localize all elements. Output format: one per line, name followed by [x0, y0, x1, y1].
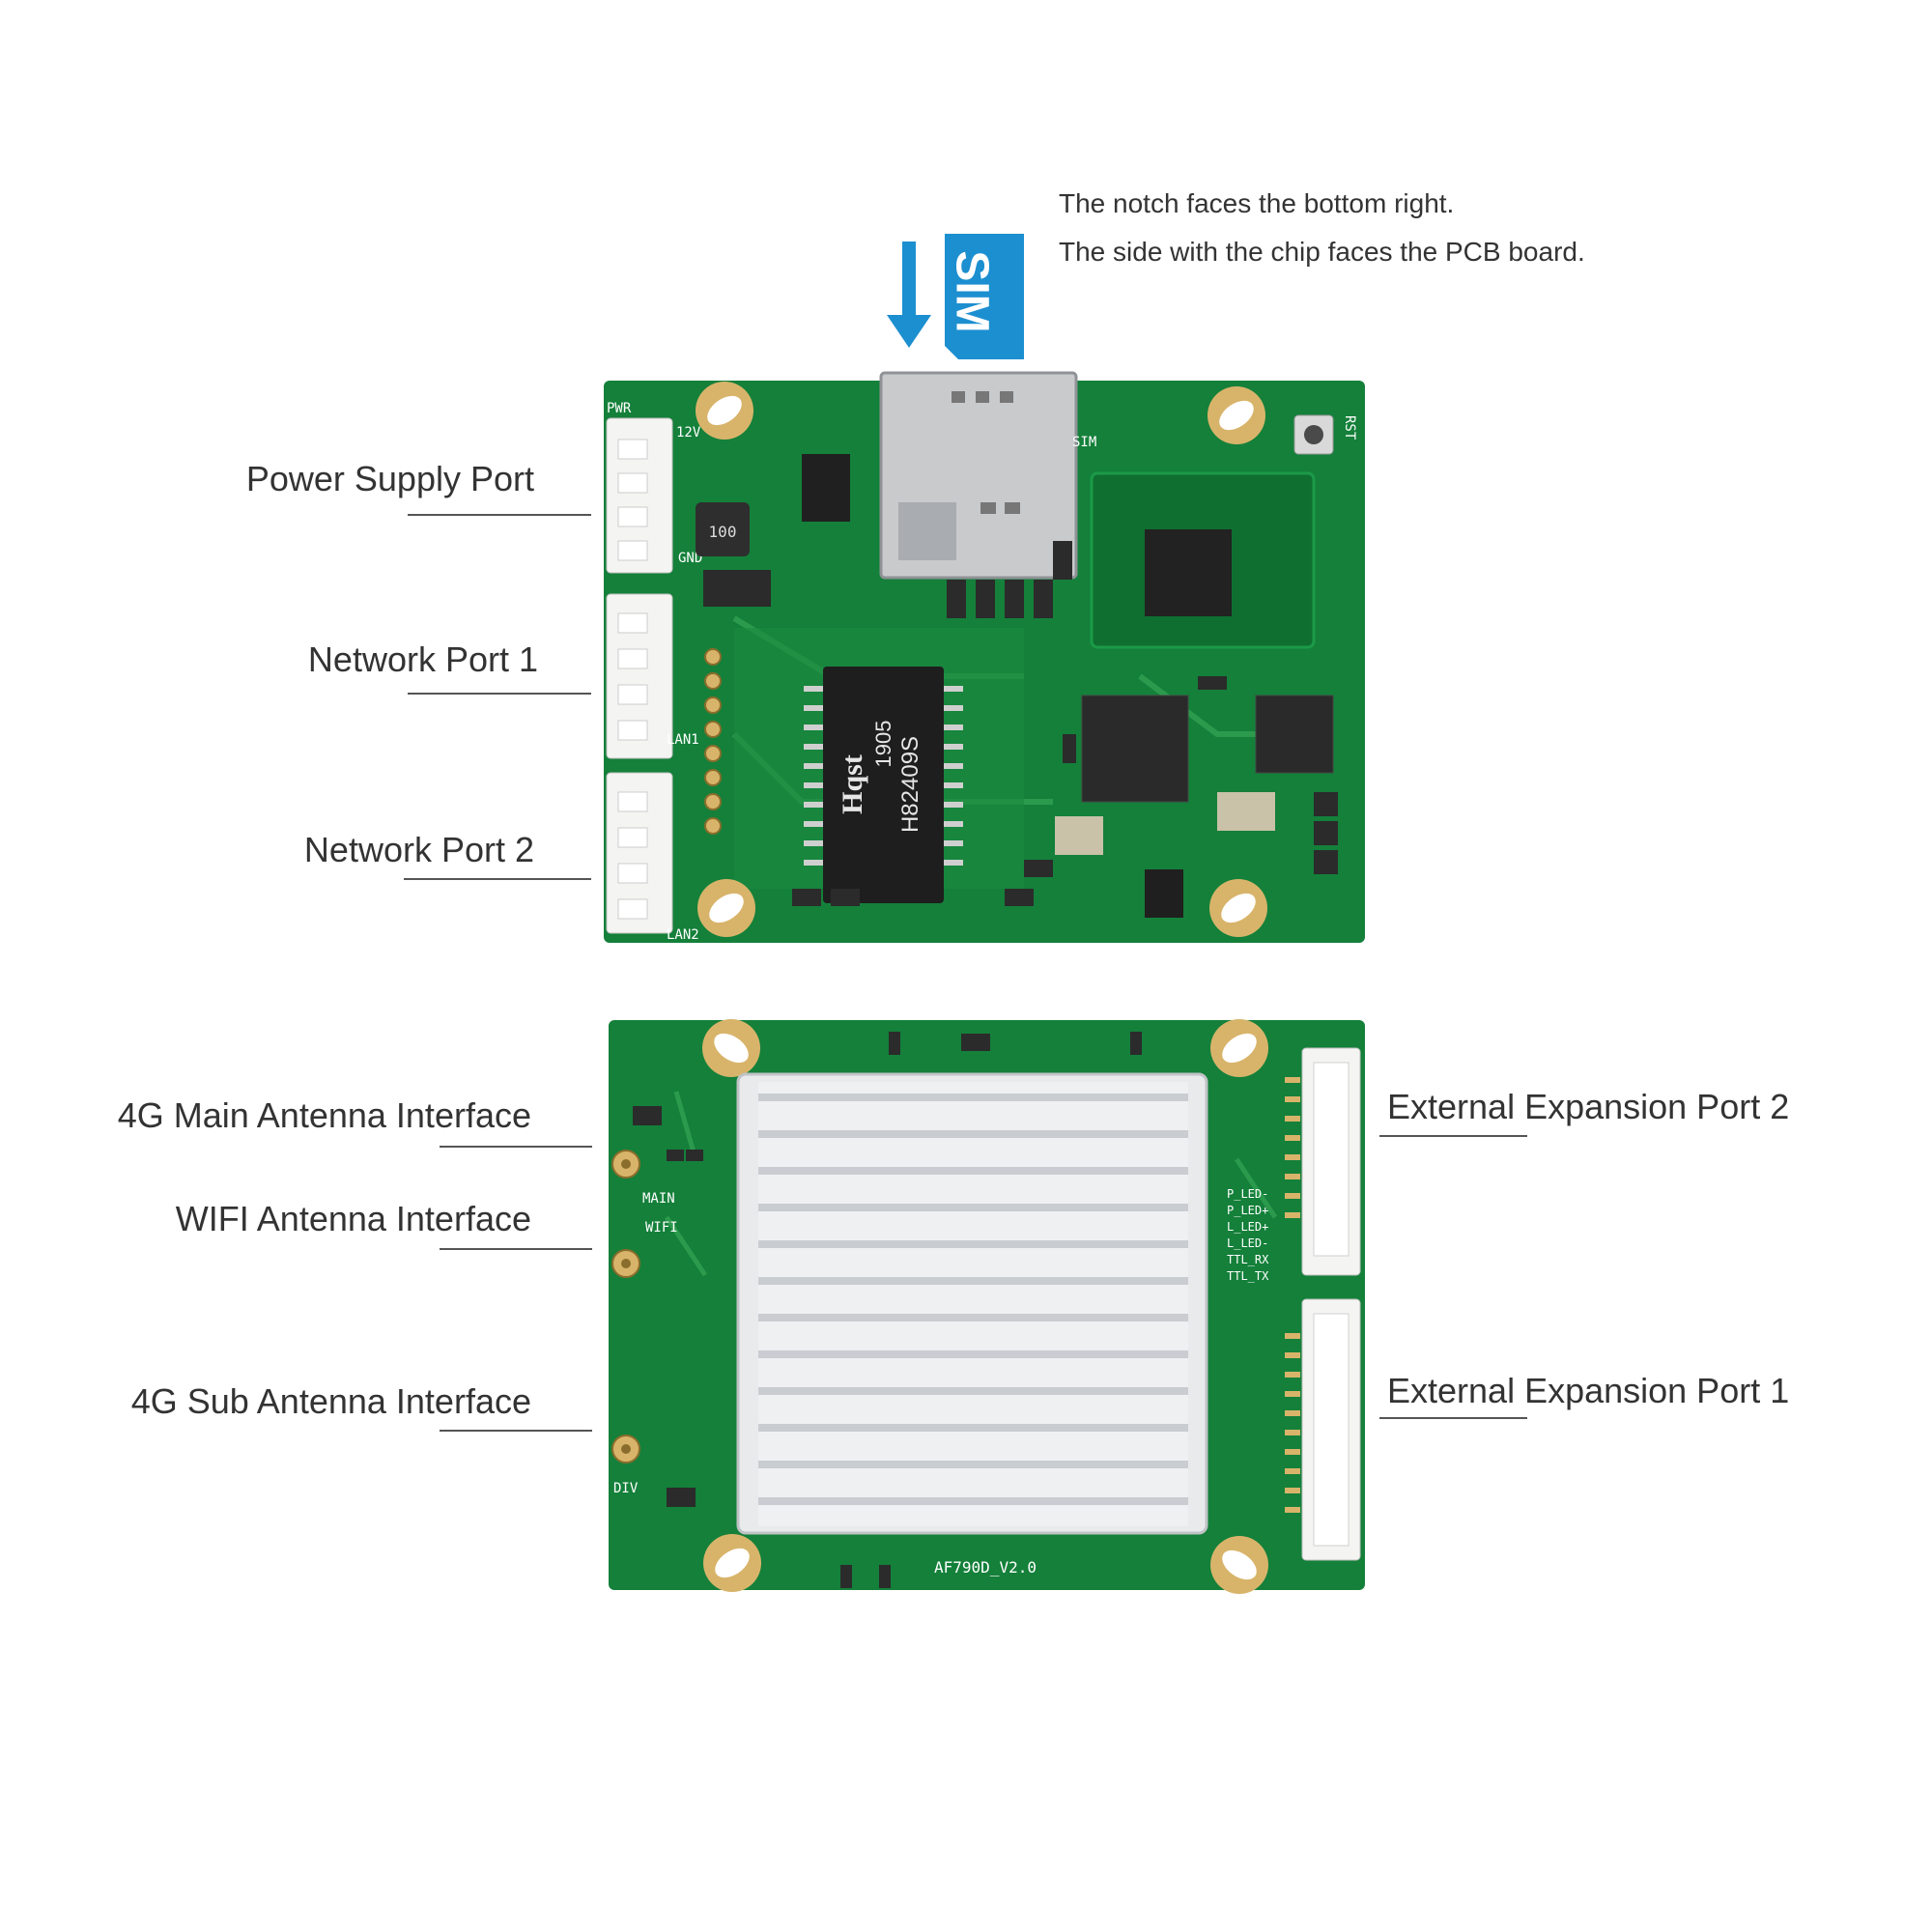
sim-card-slot	[879, 371, 1078, 580]
rst-silkscreen: RST	[1342, 415, 1357, 440]
callout-network-port-1: Network Port 1	[307, 639, 538, 679]
smd-components	[792, 541, 1338, 906]
wifi-antenna-connector	[611, 1249, 640, 1278]
leader-line	[440, 1248, 592, 1250]
transistor	[1145, 869, 1183, 918]
svg-text:100: 100	[709, 523, 737, 541]
heatsink	[736, 1072, 1208, 1535]
mounting-hole	[703, 1534, 761, 1592]
sim-note-line-1: The notch faces the bottom right.	[1059, 188, 1455, 218]
leader-line	[408, 514, 591, 516]
power-connector	[606, 417, 673, 574]
reset-button	[1293, 414, 1334, 455]
callout-wifi-antenna: WIFI Antenna Interface	[175, 1199, 531, 1238]
mounting-hole	[702, 1019, 760, 1077]
expansion-port-2-connector	[1301, 1047, 1361, 1276]
wifi-module-chip	[1090, 471, 1316, 649]
model-silkscreen: AF790D_V2.0	[934, 1558, 1037, 1577]
mounting-hole	[697, 879, 755, 937]
regulator-chip	[802, 454, 850, 522]
lan1-connector	[606, 593, 673, 759]
mounting-hole	[696, 382, 753, 440]
sim-card-icon: SIM	[945, 234, 1024, 359]
callout-expansion-port-1: External Expansion Port 1	[1387, 1371, 1790, 1410]
l-led-minus-silkscreen: L_LED-	[1227, 1236, 1268, 1250]
callout-expansion-port-2: External Expansion Port 2	[1387, 1087, 1790, 1126]
lan1-silkscreen: LAN1	[667, 732, 699, 748]
pwr-silkscreen: PWR	[607, 401, 632, 416]
main-silkscreen: MAIN	[642, 1191, 675, 1207]
leader-line	[440, 1430, 592, 1432]
wifi-silkscreen: WIFI	[645, 1220, 678, 1236]
svg-text:H82409S: H82409S	[897, 736, 923, 833]
p-led-plus-silkscreen: P_LED+	[1227, 1204, 1268, 1217]
leader-line	[404, 878, 591, 880]
sim-insert-arrow-icon	[887, 242, 931, 348]
callout-4g-sub-antenna: 4G Sub Antenna Interface	[130, 1381, 531, 1421]
mounting-hole	[1210, 1536, 1268, 1594]
callout-network-port-2: Network Port 2	[303, 830, 534, 869]
lan2-connector	[606, 772, 673, 934]
main-antenna-connector	[611, 1150, 640, 1179]
crystal	[1055, 816, 1103, 855]
ethernet-phy-chip	[1255, 695, 1334, 774]
l-led-plus-silkscreen: L_LED+	[1227, 1220, 1268, 1234]
expansion-port-1-connector	[1301, 1298, 1361, 1561]
sim-card-label: SIM	[946, 250, 997, 332]
capacitor	[703, 570, 771, 607]
leader-line	[408, 693, 591, 695]
lan2-silkscreen: LAN2	[667, 927, 699, 943]
sub-antenna-connector	[611, 1435, 640, 1463]
svg-text:Hqst: Hqst	[837, 754, 868, 814]
inductor: 100	[696, 502, 750, 556]
ethernet-transformer: Hqst 1905 H82409S	[804, 667, 963, 903]
mounting-hole	[1210, 1019, 1268, 1077]
pin-header	[704, 648, 722, 835]
main-soc-chip	[1081, 695, 1189, 803]
bottom-pcb-board: MAIN WIFI DIV P_LED-	[609, 1019, 1365, 1594]
ttl-tx-silkscreen: TTL_TX	[1227, 1269, 1269, 1283]
leader-line	[440, 1146, 592, 1148]
top-pcb-board: PWR 12V GND LAN1 LAN2 SIM RST 100	[604, 371, 1365, 943]
smd-components	[633, 1032, 1142, 1588]
sim-note-line-2: The side with the chip faces the PCB boa…	[1059, 237, 1585, 267]
12v-silkscreen: 12V	[676, 425, 701, 440]
div-silkscreen: DIV	[613, 1481, 639, 1496]
leader-line	[1379, 1135, 1527, 1137]
mounting-hole	[1208, 386, 1265, 444]
callout-power-supply-port: Power Supply Port	[245, 459, 534, 498]
sim-silkscreen: SIM	[1072, 435, 1096, 450]
p-led-minus-silkscreen: P_LED-	[1227, 1187, 1268, 1201]
gnd-silkscreen: GND	[678, 551, 702, 566]
mounting-hole	[1209, 879, 1267, 937]
crystal	[1217, 792, 1275, 831]
leader-line	[1379, 1417, 1527, 1419]
expansion-pins	[1285, 1077, 1300, 1513]
svg-text:1905: 1905	[871, 721, 895, 768]
ttl-rx-silkscreen: TTL_RX	[1227, 1253, 1269, 1266]
callout-4g-main-antenna: 4G Main Antenna Interface	[117, 1095, 531, 1135]
